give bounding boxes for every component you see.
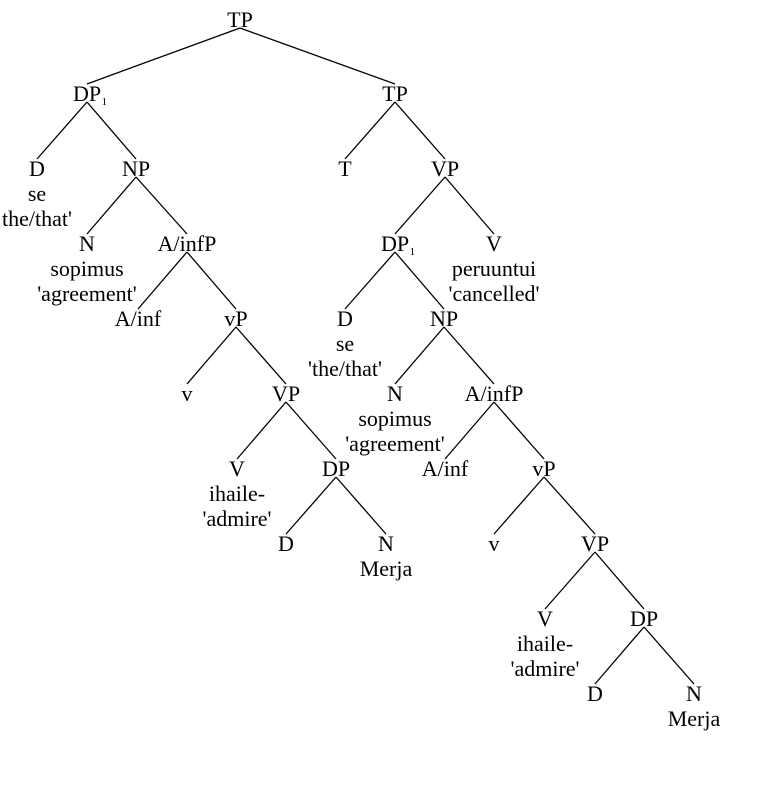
branch-dp-merja-left-to-n-merja-left [335, 476, 387, 535]
branch-vp-left-to-dp-merja-left [285, 401, 337, 460]
branch-ainfp-inner-to-ainf-inner [444, 401, 495, 460]
node-label-d-merja-left: D [278, 531, 294, 556]
node-label-littlev-left: v [182, 381, 193, 406]
node-label-ainfp-inner: A/infP [465, 381, 524, 406]
node-gloss-v-admire-left-0: ihaile- [209, 481, 265, 506]
branch-ainfp-inner-to-littlevp-inner [493, 401, 545, 460]
branch-littlevp-left-to-vp-left [235, 326, 287, 385]
branch-littlevp-inner-to-vp-inner [543, 476, 596, 535]
node-gloss-d-inner-1: 'the/that' [308, 356, 382, 381]
node-label-tp-right: TP [382, 81, 408, 106]
node-label-vp-inner: VP [581, 531, 609, 556]
branch-dp-merja-inner-to-n-merja-inner [643, 626, 695, 685]
branch-vp-inner-to-dp-merja-inner [594, 551, 645, 610]
node-label-d-left: D [29, 156, 45, 181]
branch-np-left-to-n-left [86, 176, 137, 235]
node-label-np-inner: NP [430, 306, 458, 331]
node-label-n-merja-inner: N [686, 681, 702, 706]
node-label-dp-merja-inner: DP [630, 606, 658, 631]
branch-littlevp-inner-to-littlev-inner [493, 476, 545, 535]
node-label-dp-merja-left: DP [322, 456, 350, 481]
node-gloss-n-merja-inner-0: Merja [668, 706, 721, 731]
node-gloss-n-left-0: sopimus [50, 256, 123, 281]
node-label-n-merja-left: N [378, 531, 394, 556]
branch-vp-left-to-v-admire-left [236, 401, 287, 460]
node-gloss-v-cancel-1: 'cancelled' [449, 281, 540, 306]
node-label-v-cancel: V [486, 231, 502, 256]
node-label-t-node: T [338, 156, 352, 181]
node-gloss-v-admire-inner-0: ihaile- [517, 631, 573, 656]
node-gloss-v-cancel-0: peruuntui [452, 256, 536, 281]
node-label-n-inner: N [387, 381, 403, 406]
node-label-vp-left: VP [272, 381, 300, 406]
branch-tp-right-to-t-node [344, 101, 396, 160]
branch-tp-root-to-dp1-left [86, 27, 241, 85]
branch-tp-right-to-vp-upper [394, 101, 446, 160]
node-gloss-n-merja-left-0: Merja [360, 556, 413, 581]
node-label-d-inner: D [337, 306, 353, 331]
node-gloss-d-inner-0: se [336, 331, 354, 356]
node-gloss-d-left-0: se [28, 181, 46, 206]
node-label-v-admire-left: V [229, 456, 245, 481]
node-gloss-v-admire-left-1: 'admire' [202, 506, 271, 531]
node-label-ainfp-left: A/infP [158, 231, 217, 256]
node-label-v-admire-inner: V [537, 606, 553, 631]
branch-vp-upper-to-v-cancel [444, 176, 495, 235]
node-label-ainf-left: A/inf [115, 306, 162, 331]
node-label-d-merja-inner: D [587, 681, 603, 706]
branch-dp1-inner-to-np-inner [394, 251, 445, 310]
branch-np-inner-to-n-inner [394, 326, 445, 385]
branch-dp-merja-inner-to-d-merja-inner [594, 626, 645, 685]
node-index-dp1-inner: 1 [410, 246, 416, 258]
node-label-littlevp-left: vP [224, 306, 247, 331]
branch-ainfp-left-to-littlevp-left [186, 251, 237, 310]
node-index-dp1-left: 1 [102, 96, 108, 108]
node-gloss-d-left-1: the/that' [2, 206, 72, 231]
node-label-littlevp-inner: vP [532, 456, 555, 481]
node-label-dp1-left: DP [73, 81, 101, 106]
node-gloss-n-left-1: 'agreement' [37, 281, 137, 306]
node-gloss-n-inner-1: 'agreement' [345, 431, 445, 456]
branch-littlevp-left-to-littlev-left [186, 326, 237, 385]
node-label-vp-upper: VP [431, 156, 459, 181]
node-label-dp1-inner: DP [381, 231, 409, 256]
branch-vp-upper-to-dp1-inner [394, 176, 446, 235]
branch-dp1-left-to-d-left [36, 101, 88, 160]
branch-dp1-inner-to-d-inner [344, 251, 396, 310]
node-label-ainf-inner: A/inf [422, 456, 469, 481]
branch-np-inner-to-ainfp-inner [443, 326, 495, 385]
node-label-littlev-inner: v [489, 531, 500, 556]
branch-dp-merja-left-to-d-merja-left [285, 476, 337, 535]
branch-ainfp-left-to-ainf-left [137, 251, 188, 310]
node-label-tp-root: TP [227, 7, 253, 32]
node-label-np-left: NP [122, 156, 150, 181]
tree-branches [36, 27, 695, 685]
branch-np-left-to-ainfp-left [135, 176, 188, 235]
branch-tp-root-to-tp-right [239, 27, 396, 85]
node-label-n-left: N [79, 231, 95, 256]
branch-dp1-left-to-np-left [86, 101, 137, 160]
node-gloss-n-inner-0: sopimus [358, 406, 431, 431]
node-gloss-v-admire-inner-1: 'admire' [510, 656, 579, 681]
branch-vp-inner-to-v-admire-inner [544, 551, 596, 610]
